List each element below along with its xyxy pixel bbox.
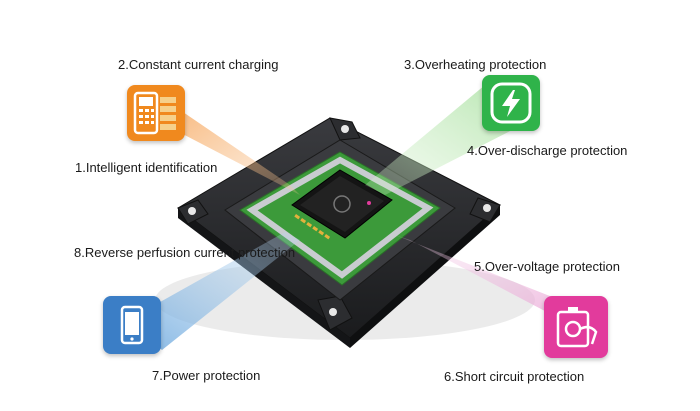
overheating-tile — [482, 75, 540, 131]
board-housing-side-right — [350, 205, 500, 348]
label-power-protection: 7.Power protection — [152, 368, 261, 383]
pcb-silver-frame — [246, 156, 434, 279]
beam-blue — [128, 232, 300, 350]
board-housing-side — [178, 208, 350, 348]
phone-grid-icon — [133, 91, 176, 135]
smartphone-icon — [120, 305, 144, 345]
power-tile — [103, 296, 161, 354]
label-over-voltage-protection: 5.Over-voltage protection — [474, 259, 620, 274]
label-constant-current-charging: 2.Constant current charging — [118, 57, 279, 72]
chip-logo — [333, 195, 351, 213]
lightning-bolt-icon — [490, 82, 532, 124]
label-intelligent-identification: 1.Intelligent identification — [75, 160, 218, 175]
beam-orange — [158, 95, 300, 195]
gold-pads — [294, 213, 331, 240]
chip-top — [300, 176, 384, 232]
short-circuit-tile — [544, 296, 608, 358]
label-reverse-perfusion-protection: 8.Reverse perfusion current protection — [74, 245, 296, 260]
corner-holes — [188, 125, 491, 316]
identification-tile — [127, 85, 185, 141]
battery-plug-icon — [556, 307, 598, 348]
label-overheating-protection: 3.Overheating protection — [404, 57, 547, 72]
label-over-discharge-protection: 4.Over-discharge protection — [467, 143, 628, 158]
label-short-circuit-protection: 6.Short circuit protection — [444, 369, 585, 384]
chip-dot — [367, 201, 371, 205]
